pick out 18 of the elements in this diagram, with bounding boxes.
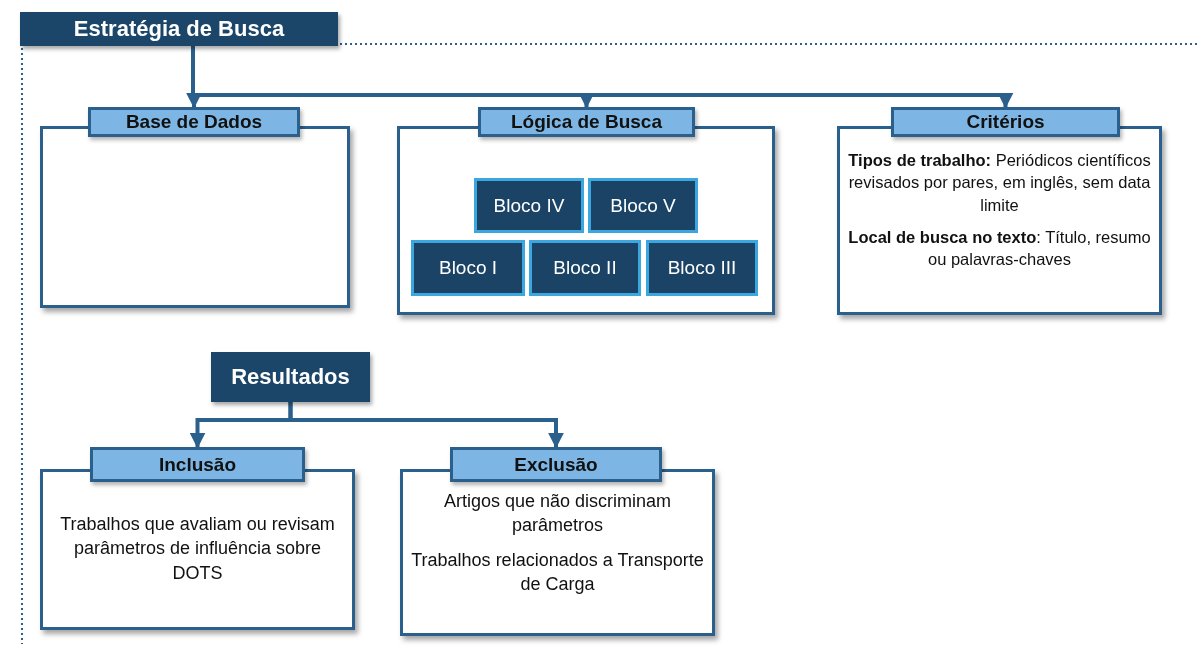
section-heading-tab: Base de Dados [88, 107, 300, 137]
block-box: Bloco I [411, 240, 525, 296]
title-banner: Resultados [211, 352, 370, 402]
body-text: Local de busca no texto: Título, resumo ou palavras-chaves [847, 226, 1152, 271]
section-heading-tab: Exclusão [450, 447, 662, 482]
section-heading-tab: Lógica de Busca [478, 107, 695, 137]
body-text: Trabalhos relacionados a Transporte de Carga [410, 548, 705, 596]
arrow [288, 402, 564, 449]
section-heading-tab: Inclusão [90, 447, 305, 482]
title-banner: Estratégia de Busca [20, 12, 338, 46]
body-text: Trabalhos que avaliam ou revisam parâmetros de influência sobre DOTS [59, 513, 336, 585]
block-box: Bloco II [529, 240, 641, 296]
body-text: Tipos de trabalho: Periódicos científicos revisados por pares, em inglês, sem data limite [847, 150, 1152, 216]
block-box: Bloco IV [474, 178, 584, 233]
block-box: Bloco III [646, 240, 758, 296]
section-heading-tab: Critérios [891, 107, 1120, 137]
block-box: Bloco V [588, 178, 698, 233]
body-text: Artigos que não discriminam parâmetros [442, 490, 673, 538]
